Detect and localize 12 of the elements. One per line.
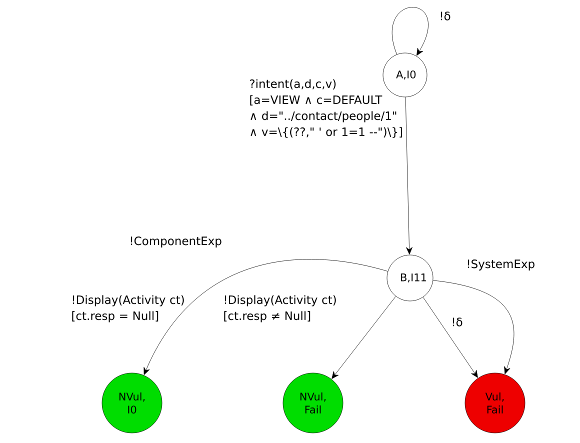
edge-label: !δ xyxy=(440,12,450,20)
arrow xyxy=(432,280,514,374)
arrow xyxy=(332,296,396,379)
arrow xyxy=(422,296,478,378)
edge-label: !SystemExp xyxy=(468,260,534,270)
edge-label: !Display(Activity ct) [ct.resp ≠ Null] xyxy=(224,295,336,322)
transition-label: !Display(Activity ct) [ct.resp = Null] xyxy=(72,295,184,322)
edge-label: !ComponentExp xyxy=(130,236,222,248)
arrow xyxy=(405,96,412,254)
arrow xyxy=(392,7,428,56)
arrow xyxy=(144,259,388,375)
edge-label: !δ xyxy=(452,318,462,326)
